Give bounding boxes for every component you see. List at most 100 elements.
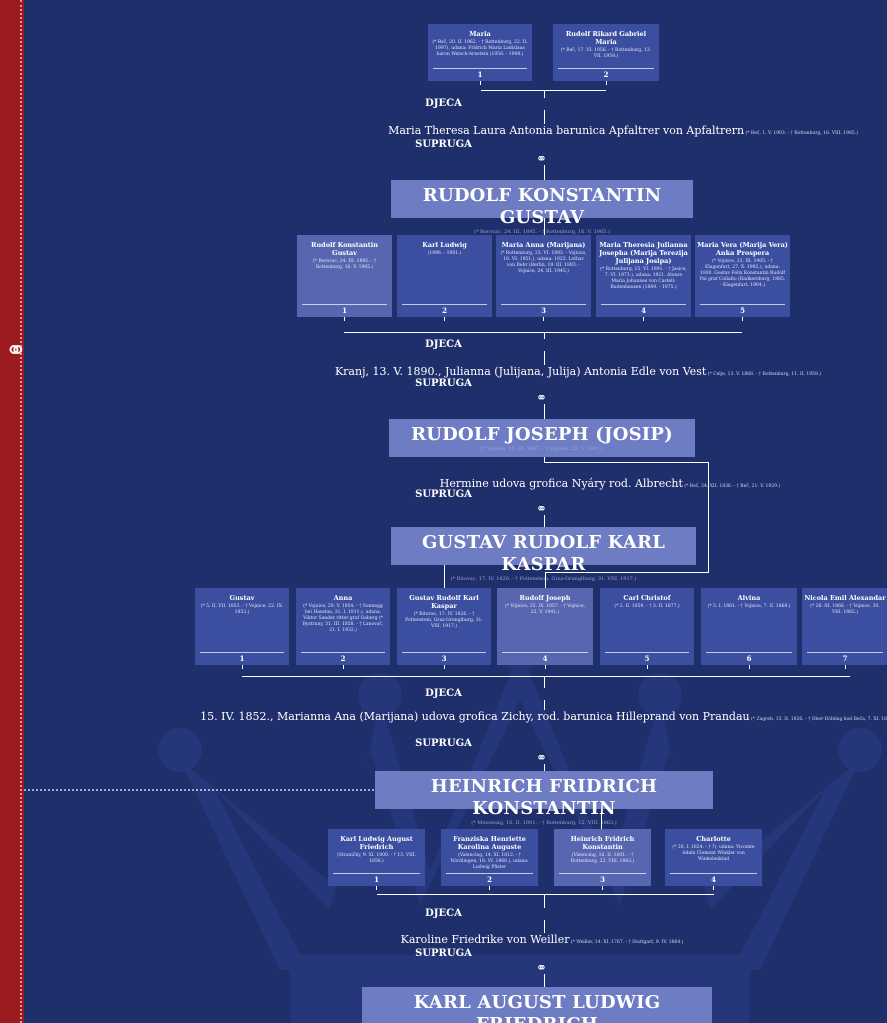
child-number: 2 [553, 68, 659, 79]
connector-line [377, 894, 714, 895]
spouse-name: Marianna Ana (Marijana) udova grofica Zi… [276, 710, 750, 723]
child-details: (* 20. I. 1824. - † ?), udana: Vicomte A… [672, 845, 755, 862]
connector-line [444, 317, 445, 321]
child-name: Maria Vera (Marija Vera) Anka Prospera [697, 241, 788, 257]
child-name: Gustav [229, 594, 255, 602]
main-person-box: HEINRICH FRIDRICH KONSTANTIN(* Mosonság,… [375, 771, 713, 826]
connector-line [544, 894, 545, 908]
child-number: 1 [297, 304, 392, 315]
child-details: (Straničky, 9. XI. 1800. - † 13. VIII. 1… [337, 853, 416, 864]
wedding-rings-icon: ⚭ [536, 961, 547, 976]
child-name: Nicola Emil Alexandar [804, 594, 886, 602]
connector-line [601, 809, 602, 829]
child-box: Franziska Henriette Karolina Auguste(Val… [441, 829, 538, 886]
child-number: 2 [296, 652, 390, 663]
child-number: 3 [496, 304, 591, 315]
spouse-line: Kranj, 13. V. 1890., Julianna (Julijana,… [335, 365, 821, 378]
wedding-rings-icon: ⚭ [536, 391, 547, 406]
connector-line [344, 332, 742, 333]
child-name: Maria Anna (Marijana) [501, 241, 586, 249]
main-person-name: RUDOLF JOSEPH (JOSIP) [411, 424, 673, 445]
connector-line [543, 317, 544, 321]
connector-line [544, 332, 545, 339]
main-person-dates: (* Vojnice, 25. IX. 1857. - † Vojnice, 2… [480, 446, 604, 452]
connector-line [444, 565, 445, 588]
connector-line [242, 676, 850, 677]
child-box: Gustav(* 5. II. VII. 1853. - † Vojnice, … [195, 588, 289, 665]
connector-line [748, 665, 750, 669]
main-person-box: RUDOLF JOSEPH (JOSIP)(* Vojnice, 25. IX.… [389, 419, 695, 457]
child-details: (* Bitovac, 17. IV. 1826. - † Pottenstei… [405, 612, 483, 629]
wedding-rings-icon: ⚭ [536, 152, 547, 167]
child-name: Carl Christof [623, 594, 671, 602]
connector-line [544, 110, 545, 124]
spouse-dates: (* Zagreb, 15. II. 1826. - † Ober-Döblin… [749, 717, 887, 722]
main-person-dates: (* Borovac, 24. III. 1895. - † Rottenbur… [474, 229, 610, 235]
child-details: (* Vojnice, 23. III. 1905. - † Klagenfur… [699, 259, 786, 288]
child-box: Carl Christof (* 2. II. 1859. - † 3. II. … [600, 588, 694, 665]
spouse-name: Maria Theresa Laura Antonia barunica Apf… [388, 124, 745, 137]
child-box: Nicola Emil Alexandar (* 26. III. 1866. -… [802, 588, 887, 665]
marriage-date-place: 15. IV. 1852., [200, 710, 277, 723]
wedding-rings-icon: ⚭ [536, 502, 547, 517]
connector-line [605, 81, 607, 85]
djeca-label: DJECA [425, 98, 462, 109]
connector-line [344, 317, 345, 321]
child-details: (* 5. I. 1861. - † Vojnice, 7. II. 1868.… [707, 604, 791, 609]
connector-line [544, 676, 545, 688]
child-box: Rudolf Rikard Gabriel Maria(* Beč, 17. V… [553, 24, 659, 81]
spouse-dates: (* Beč, 24. XII. 1836. - † Beč, 21. V. 1… [682, 484, 781, 489]
child-box: Karl Ludwig(1896. - 1901.)2 [397, 235, 492, 317]
child-details: (* Vojnice, 25. IX. 1857. - † Vojnice, 2… [504, 604, 586, 615]
child-details: (* Rottenburg, 23. VI. 1893. - Vojnice, … [500, 251, 587, 274]
child-number: 7 [802, 652, 887, 663]
connector-line [742, 317, 743, 321]
child-name: Heinrich Fridrich Konstantin [570, 835, 635, 851]
djeca-label: DJECA [425, 908, 462, 919]
child-name: Maria Theresia Julianna Josepha (Marija … [599, 241, 688, 265]
connector-line [544, 974, 545, 987]
child-number: 6 [701, 652, 797, 663]
connector-line [544, 351, 545, 365]
spouse-line: Hermine udova grofica Nyáry rod. Albrech… [440, 477, 780, 490]
connector-line [646, 665, 648, 669]
child-box: Heinrich Fridrich Konstantin(Valencing, … [554, 829, 651, 886]
connector-line [544, 462, 709, 463]
child-details: (* 26. III. 1866. - † Vojnice, 30. VIII.… [810, 604, 880, 615]
connector-line [544, 665, 546, 669]
connector-line [241, 665, 243, 669]
child-details: (* Beč, 20. II. 1962. - † Rottenburg, 22… [432, 40, 528, 57]
connector-line [545, 572, 709, 573]
marriage-date-place: Kranj, 13. V. 1890., [334, 365, 445, 378]
child-name: Rudolf Joseph [519, 594, 571, 602]
child-box: Charlotte(* 20. I. 1824. - † ?), udana: … [665, 829, 762, 886]
connector-line [544, 165, 545, 180]
connector-line [643, 317, 644, 321]
child-box: Maria Theresia Julianna Josepha (Marija … [596, 235, 691, 317]
connector-line [602, 886, 603, 890]
main-person-name: GUSTAV RUDOLF KARL KASPAR [421, 532, 666, 575]
connector-line [443, 665, 445, 669]
spouse-line: Karoline Friedrike von Weiller (* Weille… [401, 933, 684, 946]
child-number: 1 [195, 652, 289, 663]
wedding-rings-icon: ⚭ [536, 751, 547, 766]
dotted-connector [24, 789, 374, 791]
spouse-line: Maria Theresa Laura Antonia barunica Apf… [388, 124, 858, 137]
connector-line [544, 920, 545, 933]
child-number: 3 [397, 652, 491, 663]
child-name: Franziska Henriette Karolina Auguste [453, 835, 526, 851]
child-details: (* Beč, 17. VI. 1956. - † Rottenburg, 13… [560, 48, 652, 59]
main-person-box: GUSTAV RUDOLF KARL KASPAR(* Bitovac, 17.… [391, 527, 696, 582]
child-details: (* 2. II. 1859. - † 3. II. 1877.) [614, 604, 680, 609]
child-name: Alvina [737, 594, 761, 602]
child-details: (1896. - 1901.) [427, 251, 462, 256]
child-name: Karl Ludwig [422, 241, 467, 249]
supruga-label: SUPRUGA [415, 378, 472, 389]
spouse-dates: (* Weiller, 14. XI. 1767. - † Stuttgart,… [569, 940, 684, 945]
connector-line [544, 700, 545, 710]
child-number: 4 [596, 304, 691, 315]
spouse-name: Karoline Friedrike von Weiller [400, 933, 570, 946]
connector-line [544, 90, 545, 98]
child-number: 3 [554, 873, 651, 884]
supruga-label: SUPRUGA [415, 139, 472, 150]
